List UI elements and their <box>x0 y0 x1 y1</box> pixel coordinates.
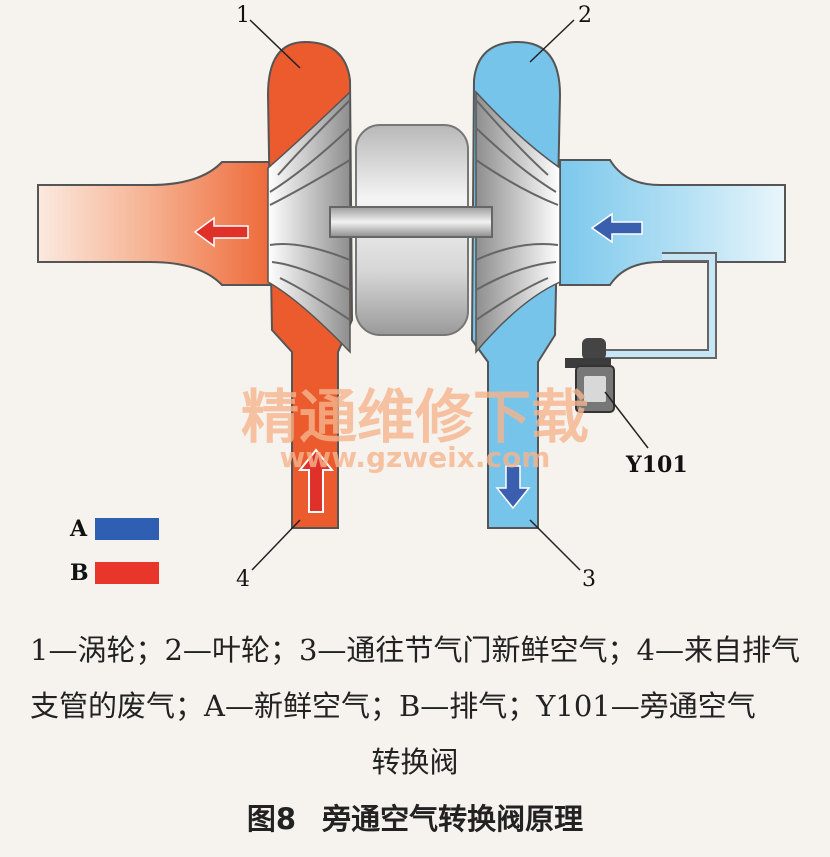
legend-key-b: B <box>70 560 89 586</box>
callout-3: 3 <box>582 567 596 592</box>
legend: A B <box>69 516 159 586</box>
legend-swatch-a <box>95 518 159 540</box>
fresh-air-out-arrow <box>495 465 531 510</box>
callout-4: 4 <box>236 567 250 592</box>
figure-title-text: 旁通空气转换阀原理 <box>322 802 584 836</box>
exhaust-in-arrow <box>297 448 335 513</box>
svg-text:www.gzweix.com: www.gzweix.com <box>280 441 551 474</box>
turbine-wheel <box>267 90 351 354</box>
compressor-blades <box>475 99 559 321</box>
callout-2: 2 <box>578 3 592 28</box>
exhaust-outlet-pipe <box>37 161 271 286</box>
caption-text-last: 转换阀 <box>371 745 459 779</box>
watermark: 精通维修下载 www.gzweix.com <box>241 383 589 474</box>
turbocharger-diagram: 精通维修下载 www.gzweix.com 1 2 3 4 Y101 A B <box>37 3 786 592</box>
legend-swatch-b <box>95 562 159 584</box>
figure-number: 图8 <box>246 802 297 836</box>
exhaust-out-arrow <box>193 216 249 248</box>
turbo-shaft <box>329 206 493 238</box>
figure-title: 图8 旁通空气转换阀原理 <box>0 796 830 838</box>
compressor-wheel <box>475 90 561 355</box>
svg-text:精通维修下载: 精通维修下载 <box>241 383 589 451</box>
figure-caption: 1—涡轮；2—叶轮；3—通往节气门新鲜空气；4—来自排气支管的废气；A—新鲜空气… <box>30 622 800 790</box>
fresh-air-in-arrow <box>590 212 643 244</box>
bypass-valve-y101 <box>565 338 615 413</box>
callout-1: 1 <box>236 3 250 28</box>
valve-label: Y101 <box>625 452 688 478</box>
compressor-inlet-pipe <box>559 159 786 286</box>
turbine-blades <box>269 99 351 321</box>
legend-key-a: A <box>69 516 88 542</box>
caption-text: 1—涡轮；2—叶轮；3—通往节气门新鲜空气；4—来自排气支管的废气；A—新鲜空气… <box>30 633 800 723</box>
